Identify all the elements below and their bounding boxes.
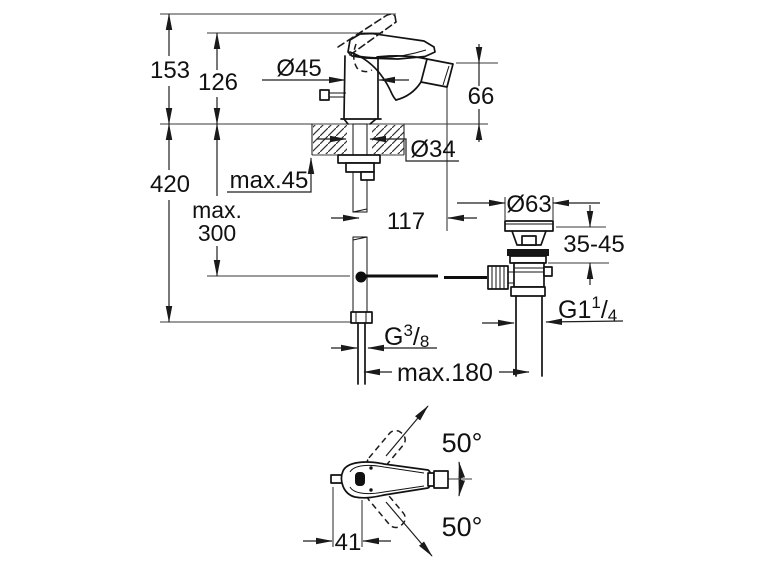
waste-body <box>513 262 545 288</box>
dim-153-label: 153 <box>150 57 190 84</box>
faucet-top-view: 50° 50° 41 <box>303 405 483 557</box>
dim-max180: max.180 <box>363 359 530 387</box>
dim-66-label: 66 <box>468 83 495 110</box>
hose-fitting <box>360 171 375 181</box>
dim-max300: max. 300 <box>192 123 242 277</box>
faucet-front-view <box>319 13 487 385</box>
dim-diameter-34: Ø34 <box>317 135 459 163</box>
dim-420: 420 <box>150 123 190 323</box>
dim-g1-1-4: G11/4 <box>482 293 624 327</box>
popup-rod <box>355 271 487 283</box>
dim-max300-label-2: 300 <box>198 220 236 246</box>
dim-153: 153 <box>150 13 190 125</box>
rod-pivot <box>355 271 367 283</box>
dim-420-label: 420 <box>150 171 190 198</box>
mounting-nut <box>345 162 375 173</box>
dim-d34-label: Ø34 <box>410 136 455 163</box>
aerator-nozzle <box>420 58 454 88</box>
spout-neck-top-view <box>427 472 435 487</box>
mounting-washer <box>337 154 381 164</box>
dim-35-45: 35-45 <box>548 205 625 285</box>
dim-126: 126 <box>198 32 238 125</box>
aerator-top-view <box>433 470 449 489</box>
reference-lines <box>160 13 498 323</box>
waste-flange <box>504 220 554 232</box>
faucet-body <box>319 13 454 125</box>
dim-max45-label: max.45 <box>230 167 309 194</box>
dim-66: 66 <box>468 44 495 142</box>
dim-126-label: 126 <box>198 69 238 96</box>
rod-clamp <box>487 265 509 290</box>
pull-rod-knob <box>319 89 330 101</box>
hose-end-nut <box>350 311 373 324</box>
dim-diameter-45: Ø45 <box>262 55 409 84</box>
dim-g38-label: G3/8 <box>384 321 429 351</box>
waste-ring <box>510 286 546 297</box>
cartridge-slot <box>355 472 365 486</box>
waste-valve <box>487 220 554 377</box>
dim-35-45-label: 35-45 <box>563 231 624 258</box>
dim-41-label: 41 <box>335 529 362 556</box>
dim-117-label: 117 <box>387 208 425 235</box>
waste-seal <box>507 249 549 256</box>
dim-g114-label: G11/4 <box>558 293 617 325</box>
waste-plug <box>521 235 537 246</box>
dim-max45: max.45 <box>227 157 315 194</box>
dim-d45-label: Ø45 <box>276 55 321 82</box>
dim-117: 117 <box>331 208 477 235</box>
lever-raised-dashed <box>337 13 397 56</box>
dim-diameter-63: Ø63 <box>457 191 600 221</box>
spout <box>376 55 428 60</box>
cartridge-hidden-line <box>353 43 373 73</box>
dim-41: 41 <box>303 487 391 556</box>
angle-lower-label: 50° <box>442 512 483 542</box>
angle-upper-label: 50° <box>442 428 483 458</box>
dim-d63-label: Ø63 <box>506 191 551 218</box>
dim-max300-label-1: max. <box>192 197 242 223</box>
swivel-angles: 50° 50° <box>385 405 483 557</box>
dim-max180-label: max.180 <box>397 359 493 387</box>
dimensions: 153 126 420 max. 300 Ø45 66 <box>150 13 625 387</box>
dim-g3-8: G3/8 <box>331 321 437 352</box>
